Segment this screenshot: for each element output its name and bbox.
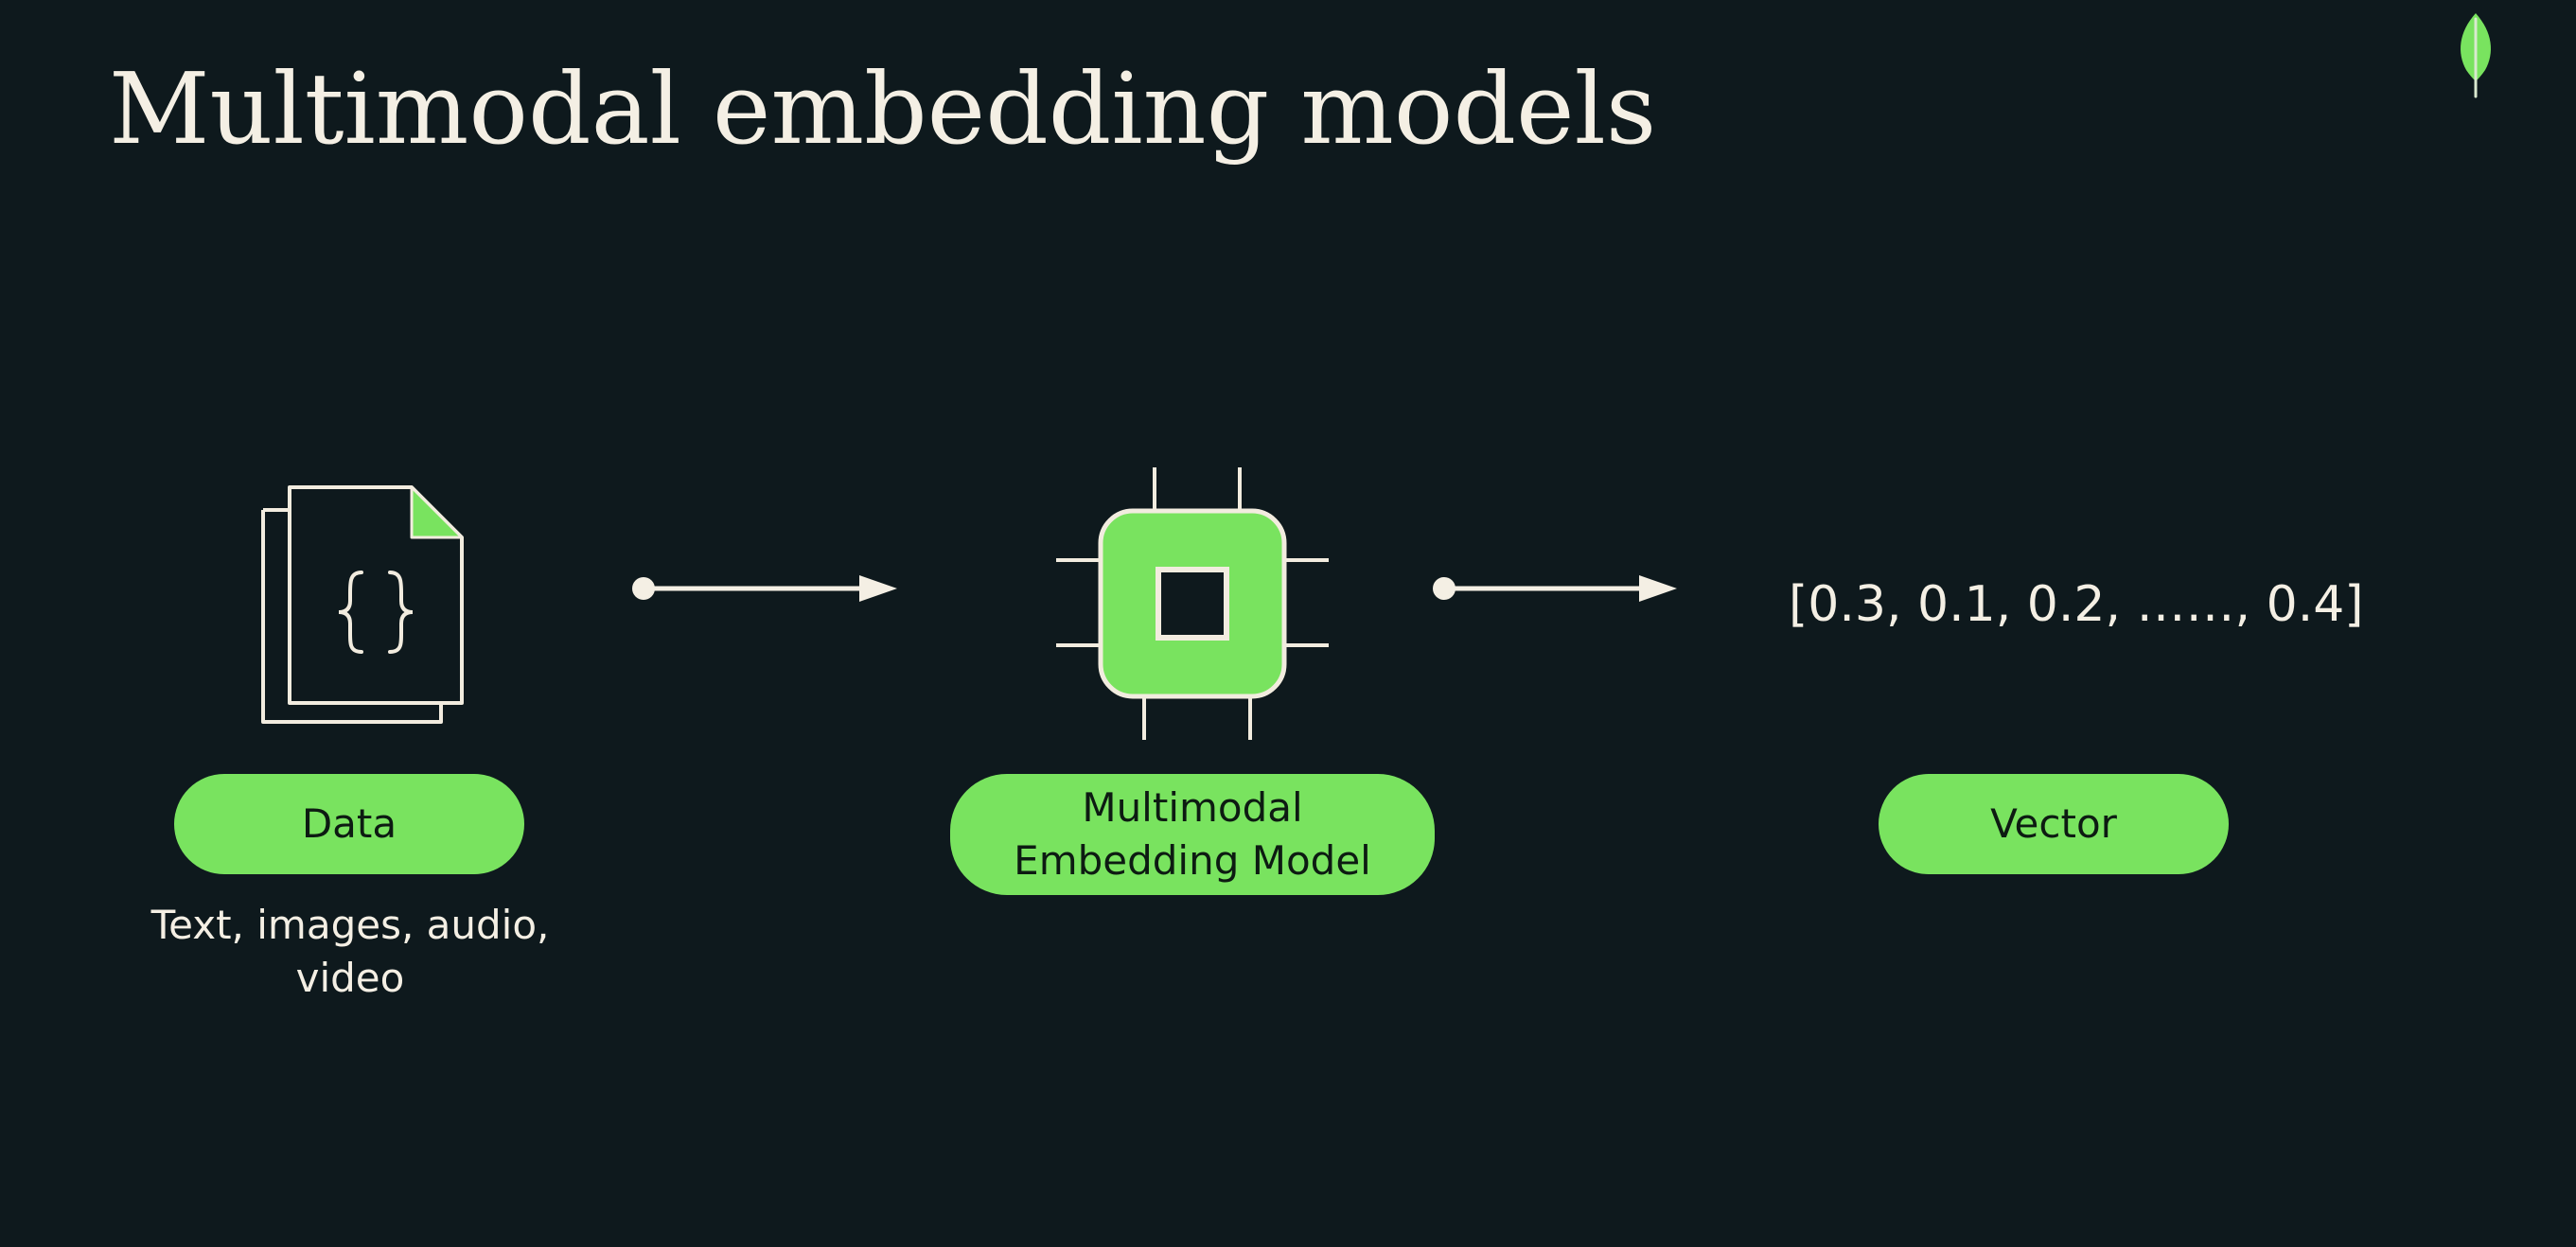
vector-pill-label: Vector <box>1990 800 2117 847</box>
data-caption-line1: Text, images, audio, <box>150 902 550 948</box>
arrow-right-icon <box>632 575 897 602</box>
data-pill-label: Data <box>301 800 397 847</box>
arrow-right-icon <box>1433 575 1677 602</box>
data-pill: Data <box>174 774 524 874</box>
vector-value: [0.3, 0.1, 0.2, ……, 0.4] <box>1789 576 2364 633</box>
data-caption: Text, images, audio, video <box>114 899 587 1005</box>
chip-icon <box>1056 467 1329 740</box>
leaf-icon <box>2461 13 2491 98</box>
model-pill-label-line2: Embedding Model <box>1014 837 1371 884</box>
slide-title: Multimodal embedding models <box>109 51 1657 167</box>
document-braces-icon <box>261 485 464 724</box>
vector-pill: Vector <box>1879 774 2229 874</box>
model-pill: Multimodal Embedding Model <box>950 774 1435 895</box>
model-pill-label-line1: Multimodal <box>1082 784 1303 831</box>
data-caption-line2: video <box>295 955 405 1001</box>
